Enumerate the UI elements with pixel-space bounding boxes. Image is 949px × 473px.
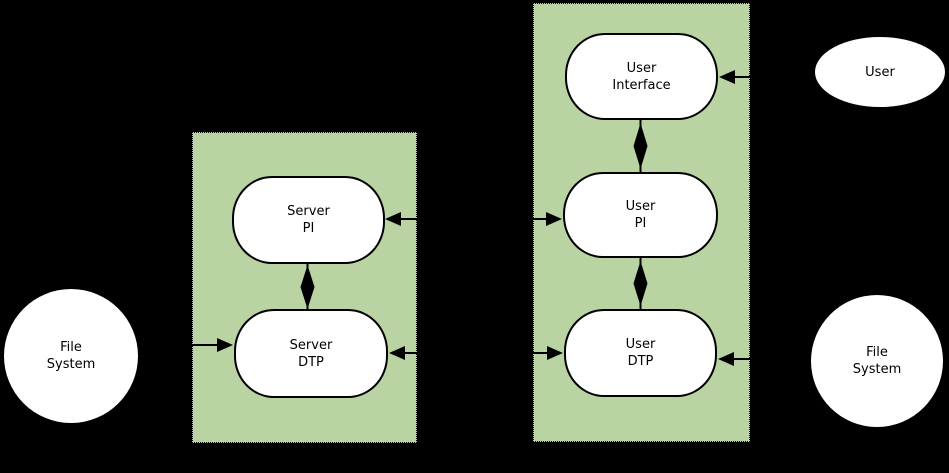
node-server-pi: Server PI [232,176,385,264]
node-label-line: User [865,64,895,80]
node-file-system-right: File System [811,295,943,427]
node-user-dtp: User DTP [564,309,717,397]
node-label-line: Interface [612,77,671,93]
node-label-line: File [866,345,888,360]
node-label-line: DTP [298,354,324,370]
node-label-line: Server [289,337,333,353]
node-label-line: File [60,340,82,355]
node-label-line: Server [287,204,330,219]
node-label-line: User [626,60,657,76]
node-user: User [815,37,945,107]
node-label-line: System [852,362,902,377]
node-server-dtp: Server DTP [234,309,388,398]
node-label-line: PI [634,216,647,231]
node-label-line: DTP [627,354,654,369]
node-label-line: User [625,337,656,352]
node-file-system-left: File System [4,289,138,423]
node-user-pi: User PI [563,172,718,258]
node-label-line: User [625,199,656,214]
node-label-line: System [46,357,96,372]
node-user-interface: User Interface [565,33,718,120]
node-label-line: PI [302,221,315,236]
